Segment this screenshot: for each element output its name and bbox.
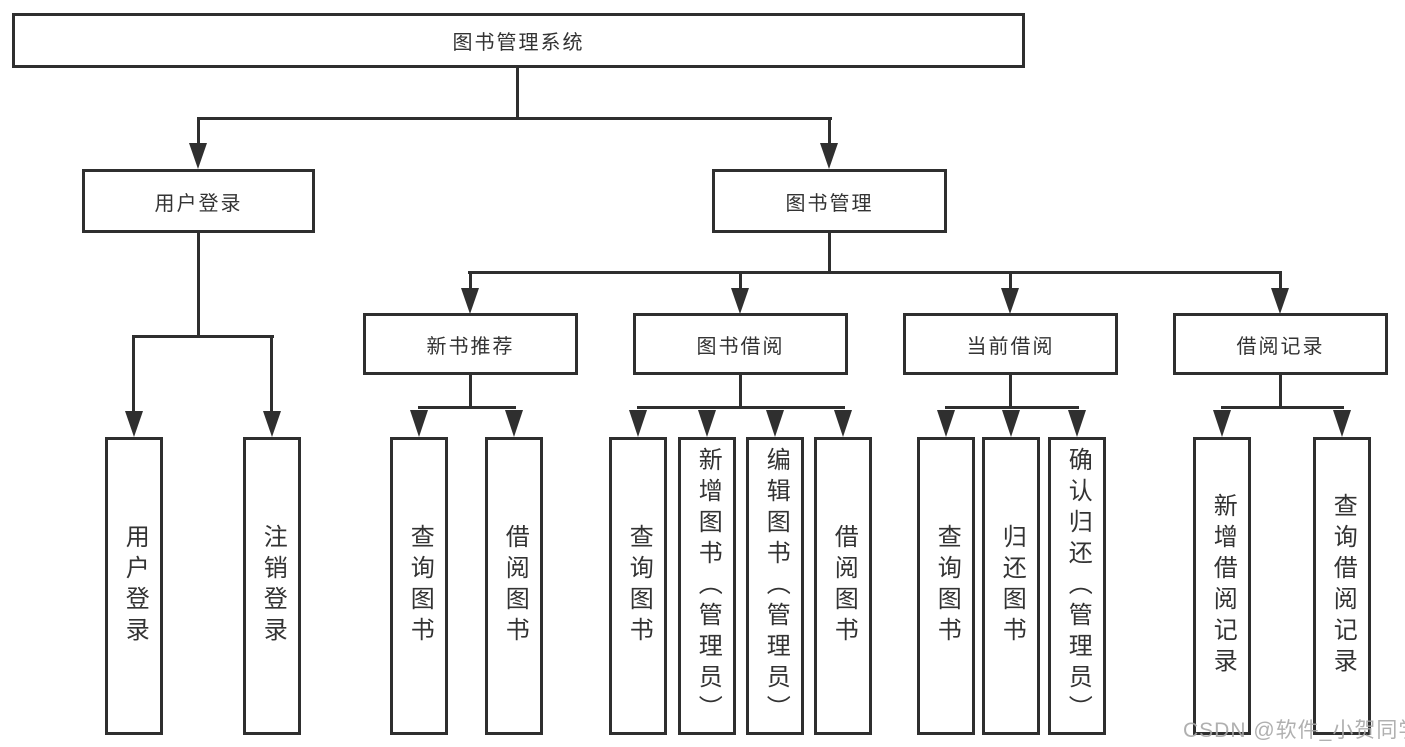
node-library-system: 图书管理系统 [12, 13, 1025, 68]
node-user-login: 用户登录 [82, 169, 315, 233]
arrowhead-book-management [820, 143, 838, 169]
leaf-bb-query-books-label: 查询图书 [625, 524, 653, 648]
arrowhead-cb-confirm [1068, 410, 1086, 437]
leaf-user-login-label: 用户登录 [121, 524, 149, 648]
leaf-bb-borrow-books: 借阅图书 [814, 437, 872, 735]
leaf-cb-query-books: 查询图书 [917, 437, 975, 735]
arrowhead-current-borrow [1001, 288, 1019, 314]
connector-book-borrow-crossbar [637, 406, 845, 409]
node-borrow-records: 借阅记录 [1173, 313, 1388, 375]
leaf-nb-borrow-books: 借阅图书 [485, 437, 543, 735]
node-book-management-label: 图书管理 [785, 192, 874, 215]
connector-current-borrow-stem [1009, 375, 1012, 408]
connector-book-borrow-stem [739, 375, 742, 408]
node-book-borrow: 图书借阅 [633, 313, 848, 375]
leaf-cb-confirm-return-admin: 确认归还（管理员） [1048, 437, 1106, 735]
leaf-nb-query-books: 查询图书 [390, 437, 448, 735]
connector-drop-leaf-logout [270, 335, 273, 412]
leaf-nb-borrow-books-label: 借阅图书 [501, 524, 529, 648]
arrowhead-cb-query [937, 410, 955, 437]
connector-current-borrow-crossbar [945, 406, 1079, 409]
leaf-bb-borrow-books-label: 借阅图书 [830, 524, 858, 648]
node-library-system-label: 图书管理系统 [452, 32, 585, 54]
leaf-bb-edit-books-admin: 编辑图书（管理员） [746, 437, 804, 735]
connector-root-stem [516, 68, 519, 120]
arrowhead-br-query [1333, 410, 1351, 437]
connector-root-crossbar [197, 117, 832, 120]
leaf-logout-label: 注销登录 [259, 524, 287, 648]
connector-drop-leaf-login [132, 335, 135, 412]
arrowhead-leaf-login [125, 411, 143, 437]
arrowhead-bb-borrow [834, 410, 852, 437]
connector-book-management-stem [828, 233, 831, 274]
arrowhead-br-add [1213, 410, 1231, 437]
arrowhead-bb-add [698, 410, 716, 437]
connector-borrow-records-stem [1279, 375, 1282, 408]
connector-user-login-stem [197, 233, 200, 338]
connector-drop-book-management [828, 117, 831, 145]
leaf-cb-return-books-label: 归还图书 [998, 524, 1026, 648]
leaf-br-query-record: 查询借阅记录 [1313, 437, 1371, 735]
node-book-borrow-label: 图书借阅 [696, 335, 785, 358]
connector-drop-new-book [469, 271, 472, 290]
arrowhead-borrow-records [1271, 288, 1289, 314]
connector-borrow-records-crossbar [1221, 406, 1344, 409]
arrowhead-nb-borrow [505, 410, 523, 437]
connector-book-management-crossbar [468, 271, 1282, 274]
node-user-login-label: 用户登录 [154, 192, 243, 215]
leaf-bb-add-books-admin-label: 新增图书（管理员） [694, 446, 722, 726]
connector-new-book-stem [469, 375, 472, 408]
arrowhead-user-login [189, 143, 207, 169]
leaf-br-query-record-label: 查询借阅记录 [1329, 493, 1357, 679]
leaf-nb-query-books-label: 查询图书 [406, 524, 434, 648]
connector-drop-borrow-records [1279, 271, 1282, 290]
connector-user-login-crossbar [132, 335, 274, 338]
connector-drop-book-borrow [739, 271, 742, 290]
arrowhead-leaf-logout [263, 411, 281, 437]
leaf-br-add-record-label: 新增借阅记录 [1209, 493, 1237, 679]
leaf-cb-confirm-return-admin-label: 确认归还（管理员） [1064, 446, 1092, 726]
leaf-bb-query-books: 查询图书 [609, 437, 667, 735]
node-new-book-recommend-label: 新书推荐 [426, 335, 515, 358]
connector-new-book-crossbar [418, 406, 516, 409]
arrowhead-book-borrow [731, 288, 749, 314]
node-book-management: 图书管理 [712, 169, 947, 233]
leaf-logout: 注销登录 [243, 437, 301, 735]
arrowhead-nb-query [410, 410, 428, 437]
arrowhead-cb-return [1002, 410, 1020, 437]
node-borrow-records-label: 借阅记录 [1236, 335, 1325, 358]
node-new-book-recommend: 新书推荐 [363, 313, 578, 375]
connector-drop-user-login [197, 117, 200, 145]
arrowhead-bb-edit [766, 410, 784, 437]
leaf-cb-return-books: 归还图书 [982, 437, 1040, 735]
csdn-watermark: CSDN @软件_小贺同学 [1183, 719, 1405, 742]
leaf-user-login: 用户登录 [105, 437, 163, 735]
leaf-br-add-record: 新增借阅记录 [1193, 437, 1251, 735]
arrowhead-new-book [461, 288, 479, 314]
leaf-bb-edit-books-admin-label: 编辑图书（管理员） [762, 446, 790, 726]
leaf-cb-query-books-label: 查询图书 [933, 524, 961, 648]
arrowhead-bb-query [629, 410, 647, 437]
leaf-bb-add-books-admin: 新增图书（管理员） [678, 437, 736, 735]
connector-drop-current-borrow [1009, 271, 1012, 290]
node-current-borrow: 当前借阅 [903, 313, 1118, 375]
node-current-borrow-label: 当前借阅 [966, 335, 1055, 358]
